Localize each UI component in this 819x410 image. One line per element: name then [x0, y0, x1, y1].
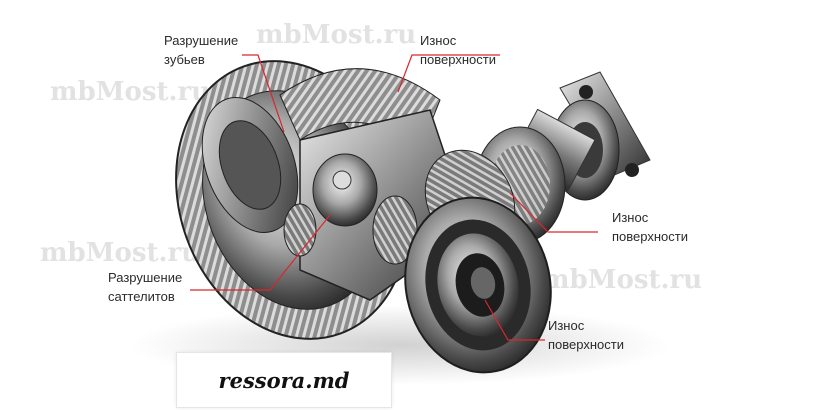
callout-surface-top-line1: Износ — [420, 33, 457, 48]
callout-surface-bottom-line1: Износ — [548, 318, 585, 333]
watermark-top: mbMost.ru — [256, 20, 417, 50]
callout-satellites-damage: Разрушение саттелитов — [108, 268, 182, 306]
callout-surface-wear-top: Износ поверхности — [420, 31, 496, 69]
callout-surface-wear-right: Износ поверхности — [612, 208, 688, 246]
brand-name: ressora.md — [218, 367, 350, 393]
callout-surface-top-line2: поверхности — [420, 52, 496, 67]
callout-satellites-line1: Разрушение — [108, 270, 183, 285]
callout-teeth-line2: зубьев — [164, 52, 205, 67]
callout-surface-right-line1: Износ — [612, 210, 649, 225]
callout-teeth-line1: Разрушение — [164, 33, 239, 48]
watermark-right: mbMost.ru — [542, 265, 703, 295]
callout-teeth-damage: Разрушение зубьев — [164, 31, 238, 69]
callout-surface-wear-bottom: Износ поверхности — [548, 316, 624, 354]
callout-satellites-line2: саттелитов — [108, 289, 175, 304]
watermark-left-top: mbMost.ru — [50, 77, 211, 107]
callout-surface-right-line2: поверхности — [612, 229, 688, 244]
callout-surface-bottom-line2: поверхности — [548, 337, 624, 352]
watermark-left-mid: mbMost.ru — [40, 238, 201, 268]
brand-box: ressora.md — [176, 352, 392, 408]
